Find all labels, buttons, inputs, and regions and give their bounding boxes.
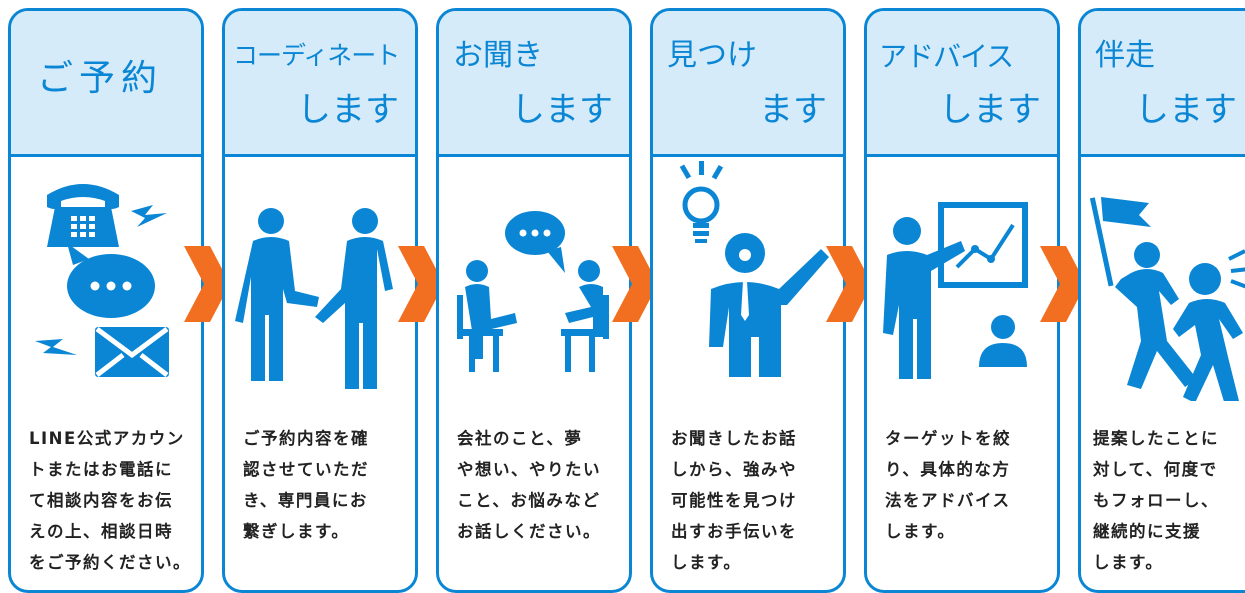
description-line: します。	[1093, 553, 1164, 572]
step-card-4: 見つけ ます お聞きしたお話 しから、強みや 可能性を見つけ 出すお手伝いを し…	[650, 8, 846, 593]
description-line: 継続的に支援	[1093, 522, 1201, 541]
description-line: もフォローし、	[1093, 491, 1219, 510]
step-title: アドバイス	[879, 40, 1014, 73]
step-header: アドバイス します	[867, 11, 1057, 157]
presentation-board-icon	[883, 202, 1028, 379]
description-line: します。	[671, 553, 742, 572]
description-line: り、具体的な方	[885, 460, 1011, 479]
description-line: 提案したことに	[1093, 429, 1219, 448]
description-line: 認させていただ	[243, 460, 369, 479]
description-line: しから、強みや	[671, 460, 797, 479]
step-card-1: ご予約 LINE公式アカウン トまたはお電話に	[8, 8, 204, 593]
running-flag-icon	[1089, 197, 1245, 401]
description-line: えの上、相談日時	[29, 522, 173, 541]
description-line: をご予約ください。	[29, 553, 191, 572]
description-line: や想い、やりたい	[457, 460, 601, 479]
step-card-3: お聞き します 会社のこと、夢 や想い、やりたい こと、お悩みなど お話しくださ…	[436, 8, 632, 593]
arrow-icon	[826, 246, 872, 322]
description-line: 出すお手伝いを	[671, 522, 797, 541]
description-line: お聞きしたお話	[671, 429, 797, 448]
step-title: 見つけ	[667, 38, 757, 73]
step-header: 伴走 します	[1081, 11, 1245, 157]
step-subtitle: します	[1135, 90, 1237, 130]
step-subtitle: します	[939, 90, 1041, 130]
description-line: 対して、何度で	[1093, 460, 1218, 479]
meeting-talk-icon	[457, 211, 609, 372]
description-line: 可能性を見つけ	[671, 491, 797, 510]
step-title: お聞き	[453, 38, 543, 73]
step-header: ご予約	[11, 11, 201, 157]
description-line: き、専門員にお	[243, 491, 368, 510]
description-line: トまたはお電話に	[29, 460, 173, 479]
step-description: 提案したことに 対して、何度で もフォローし、 継続的に支援 します。	[1093, 423, 1245, 578]
description-line: 法をアドバイス	[885, 491, 1011, 510]
step-description: LINE公式アカウン トまたはお電話に て相談内容をお伝 えの上、相談日時 をご…	[29, 423, 191, 578]
step-subtitle: します	[511, 90, 613, 130]
step-subtitle: します	[297, 90, 399, 130]
step-title: ご予約	[37, 58, 164, 99]
step-subtitle: ます	[759, 90, 827, 130]
step-header: 見つけ ます	[653, 11, 843, 157]
description-line: て相談内容をお伝	[29, 491, 173, 510]
step-description: お聞きしたお話 しから、強みや 可能性を見つけ 出すお手伝いを します。	[671, 423, 833, 578]
arrow-icon	[398, 246, 444, 322]
arrow-icon	[612, 246, 658, 322]
handshake-icon	[235, 208, 393, 389]
description-line: ご予約内容を確	[243, 429, 369, 448]
step-card-2: コーディネート します ご予約内容を確 認させていただ き、専門員にお 繋ぎしま…	[222, 8, 418, 593]
description-line: お話しください。	[457, 522, 601, 541]
step-title: コーディネート	[233, 41, 400, 70]
arrow-icon	[184, 246, 230, 322]
arrow-icon	[1040, 246, 1086, 322]
step-card-5: アドバイス します ターゲットを絞 り、具体的な方 法をアドバイス します。	[864, 8, 1060, 593]
step-title: 伴走	[1095, 38, 1155, 73]
step-card-6: 伴走 します 提案したことに 対して、何度で もフォローし、 継続的に支援 しま…	[1078, 8, 1245, 593]
step-description: ご予約内容を確 認させていただ き、専門員にお 繋ぎします。	[243, 423, 405, 547]
description-line: LINE公式アカウン	[29, 429, 185, 448]
description-line: こと、お悩みなど	[457, 491, 601, 510]
step-description: ターゲットを絞 り、具体的な方 法をアドバイス します。	[885, 423, 1047, 547]
lightbulb-person-icon	[679, 161, 829, 377]
description-line: 繋ぎします。	[243, 522, 350, 541]
description-line: します。	[885, 522, 956, 541]
step-header: お聞き します	[439, 11, 629, 157]
description-line: 会社のこと、夢	[457, 429, 583, 448]
step-description: 会社のこと、夢 や想い、やりたい こと、お悩みなど お話しください。	[457, 423, 619, 547]
description-line: ターゲットを絞	[885, 429, 1011, 448]
phone-chat-mail-icon	[35, 184, 169, 377]
step-header: コーディネート します	[225, 11, 415, 157]
